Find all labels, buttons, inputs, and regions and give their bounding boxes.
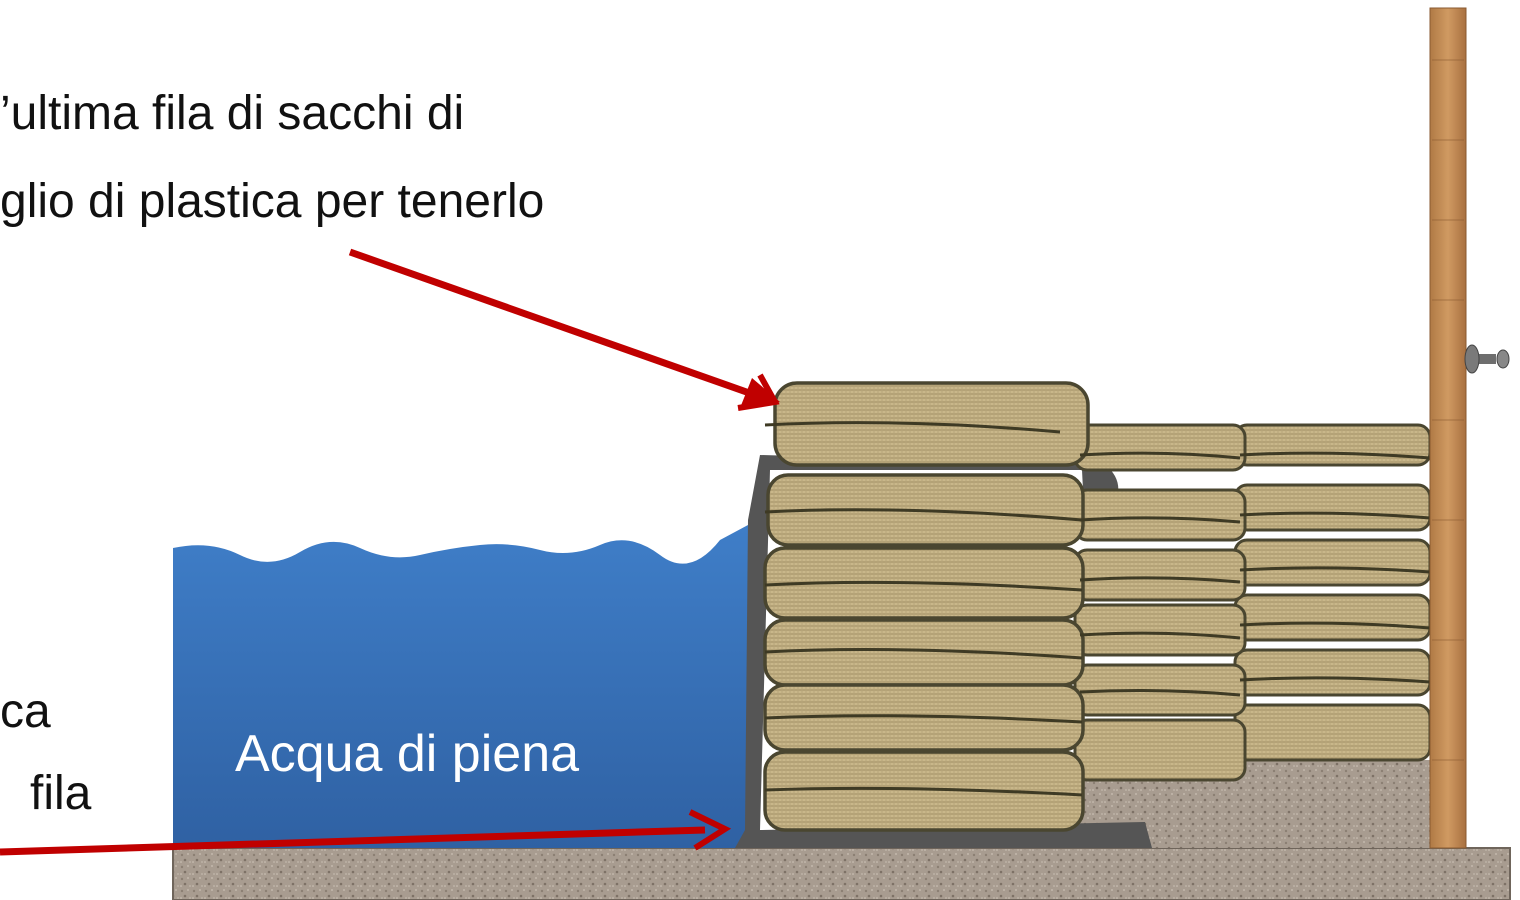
ground: [172, 847, 1511, 900]
annotation-left-line1: ca: [0, 685, 51, 738]
front-bag-stack: [763, 381, 1090, 832]
bottom-arrow: [0, 809, 732, 856]
flood-water: [173, 525, 748, 848]
annotation-left-line2: fila: [30, 767, 92, 820]
top-arrow: [348, 248, 780, 411]
water-label: Acqua di piena: [235, 725, 580, 783]
wooden-post: [1429, 7, 1467, 849]
bolt-icon: [1464, 344, 1510, 374]
annotation-top-line2: glio di plastica per tenerlo: [0, 175, 545, 228]
bag-strings: [764, 421, 1431, 797]
annotation-top-line1: ’ultima fila di sacchi di: [0, 87, 465, 140]
back-bag-stack: [1233, 423, 1432, 762]
